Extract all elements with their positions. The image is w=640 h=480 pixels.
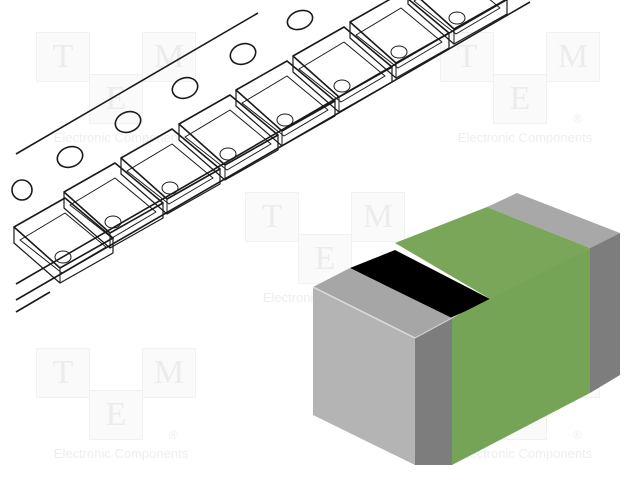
terminal-right-side	[590, 233, 620, 393]
terminal-left-top	[313, 268, 452, 338]
watermark-letter-m: M	[142, 348, 196, 398]
watermark-letter-e: E	[493, 74, 547, 124]
watermark-registered: ®	[573, 112, 582, 126]
watermark-tagline: Electronic Components	[457, 130, 593, 145]
body-top	[395, 207, 590, 300]
terminal-right-top	[487, 193, 620, 248]
terminal-left-front	[313, 287, 415, 465]
watermark-tagline: Electronic Components	[457, 446, 593, 461]
watermark-letter-t: T	[36, 32, 90, 82]
terminal-left-side	[415, 318, 452, 465]
watermark-letter-e: E	[89, 74, 143, 124]
watermark-letter-m: M	[142, 32, 196, 82]
watermark-registered: ®	[573, 428, 582, 442]
body-front	[452, 248, 590, 465]
watermark-letter-t: T	[36, 348, 90, 398]
watermark-top-left: T M E Electronic Components	[36, 32, 206, 162]
watermark-tagline: Electronic Components	[53, 446, 189, 461]
watermark-top-right: T M E ® Electronic Components	[440, 32, 610, 162]
marking-band	[350, 250, 492, 318]
watermark-letter-m: M	[546, 32, 600, 82]
watermark-letter-e: E	[298, 234, 352, 284]
watermark-bottom-left: T M E ® Electronic Components	[36, 348, 206, 478]
watermark-letter-e: E	[89, 390, 143, 440]
watermark-letter-m: M	[351, 192, 405, 242]
watermark-letter-t: T	[245, 192, 299, 242]
watermark-tagline: Electronic Components	[53, 130, 189, 145]
watermark-registered: ®	[169, 428, 178, 442]
